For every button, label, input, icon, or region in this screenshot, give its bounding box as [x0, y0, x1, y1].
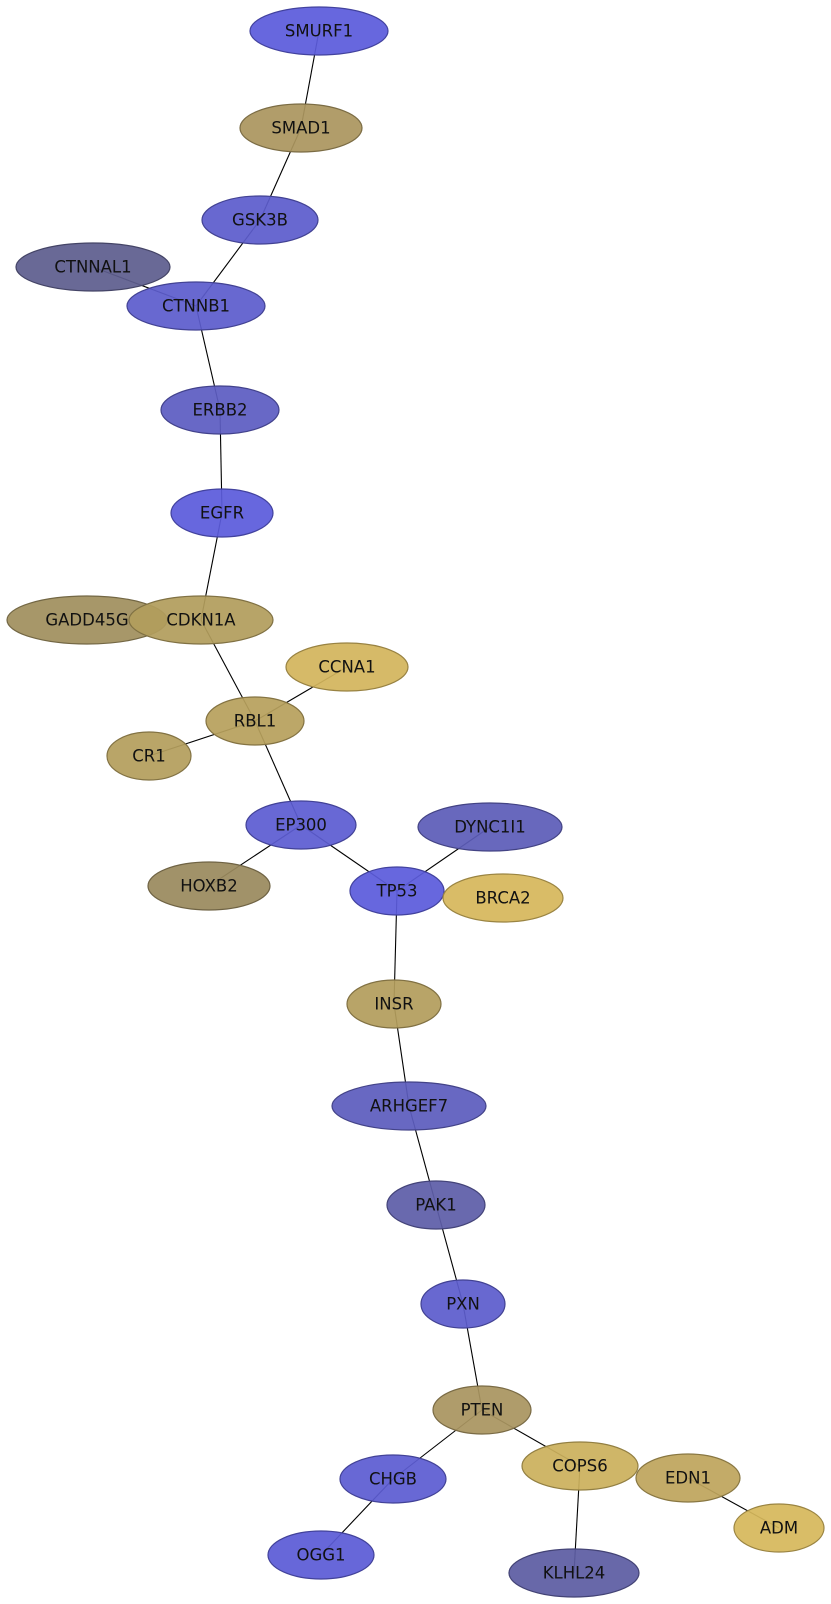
node-adm[interactable]: ADM — [733, 1503, 825, 1553]
node-ogg1[interactable]: OGG1 — [267, 1530, 375, 1580]
node-cdkn1a[interactable]: CDKN1A — [128, 595, 274, 645]
node-arhgef7[interactable]: ARHGEF7 — [331, 1081, 487, 1131]
node-erbb2[interactable]: ERBB2 — [160, 385, 280, 435]
node-label: CTNNAL1 — [54, 258, 131, 277]
node-gsk3b[interactable]: GSK3B — [201, 195, 319, 245]
node-label: EDN1 — [665, 1469, 711, 1488]
node-ellipse[interactable] — [205, 696, 305, 746]
node-ellipse[interactable] — [15, 242, 171, 292]
node-ellipse[interactable] — [170, 488, 274, 538]
node-ellipse[interactable] — [635, 1453, 741, 1503]
node-smurf1[interactable]: SMURF1 — [249, 6, 389, 56]
node-pxn[interactable]: PXN — [420, 1279, 506, 1329]
node-ctnnb1[interactable]: CTNNB1 — [126, 281, 266, 331]
node-ellipse[interactable] — [245, 800, 357, 850]
node-label: CHGB — [369, 1470, 417, 1489]
node-ellipse[interactable] — [733, 1503, 825, 1553]
node-chgb[interactable]: CHGB — [339, 1454, 447, 1504]
node-label: COPS6 — [552, 1457, 607, 1476]
node-ellipse[interactable] — [285, 642, 409, 692]
node-ellipse[interactable] — [331, 1081, 487, 1131]
node-label: CR1 — [132, 747, 165, 766]
node-pak1[interactable]: PAK1 — [386, 1180, 486, 1230]
node-label: GSK3B — [232, 211, 288, 230]
node-label: SMAD1 — [271, 119, 330, 138]
node-ep300[interactable]: EP300 — [245, 800, 357, 850]
node-ellipse[interactable] — [160, 385, 280, 435]
node-ellipse[interactable] — [249, 6, 389, 56]
node-label: TP53 — [375, 882, 417, 901]
node-label: ADM — [760, 1519, 798, 1538]
node-ccna1[interactable]: CCNA1 — [285, 642, 409, 692]
node-label: ERBB2 — [192, 401, 247, 420]
node-hoxb2[interactable]: HOXB2 — [147, 861, 271, 911]
node-egfr[interactable]: EGFR — [170, 488, 274, 538]
node-cops6[interactable]: COPS6 — [521, 1441, 639, 1491]
node-ellipse[interactable] — [239, 103, 363, 153]
node-insr[interactable]: INSR — [346, 979, 442, 1029]
node-ellipse[interactable] — [267, 1530, 375, 1580]
node-klhl24[interactable]: KLHL24 — [508, 1548, 640, 1598]
node-cr1[interactable]: CR1 — [106, 731, 192, 781]
node-ellipse[interactable] — [106, 731, 192, 781]
node-label: KLHL24 — [543, 1564, 606, 1583]
node-ellipse[interactable] — [521, 1441, 639, 1491]
node-label: PTEN — [461, 1401, 504, 1420]
node-ellipse[interactable] — [201, 195, 319, 245]
node-label: CTNNB1 — [162, 297, 230, 316]
node-ellipse[interactable] — [417, 802, 563, 852]
node-smad1[interactable]: SMAD1 — [239, 103, 363, 153]
node-label: INSR — [374, 995, 413, 1014]
node-label: CCNA1 — [318, 658, 375, 677]
node-label: BRCA2 — [475, 889, 530, 908]
node-rbl1[interactable]: RBL1 — [205, 696, 305, 746]
node-ctnnal1[interactable]: CTNNAL1 — [15, 242, 171, 292]
node-label: CDKN1A — [166, 611, 236, 630]
node-ellipse[interactable] — [420, 1279, 506, 1329]
node-ellipse[interactable] — [442, 873, 564, 923]
node-ellipse[interactable] — [128, 595, 274, 645]
node-ellipse[interactable] — [339, 1454, 447, 1504]
node-edn1[interactable]: EDN1 — [635, 1453, 741, 1503]
node-gadd45g[interactable]: GADD45G — [6, 595, 168, 645]
edges-layer — [92, 30, 780, 1574]
node-ellipse[interactable] — [147, 861, 271, 911]
node-label: GADD45G — [45, 611, 128, 630]
node-label: ARHGEF7 — [370, 1097, 448, 1116]
node-brca2[interactable]: BRCA2 — [442, 873, 564, 923]
node-label: RBL1 — [234, 712, 276, 731]
node-tp53[interactable]: TP53 — [349, 866, 445, 916]
node-ellipse[interactable] — [349, 866, 445, 916]
node-dync1i1[interactable]: DYNC1I1 — [417, 802, 563, 852]
node-label: PXN — [446, 1295, 480, 1314]
node-pten[interactable]: PTEN — [432, 1385, 532, 1435]
node-label: EP300 — [275, 816, 327, 835]
node-label: HOXB2 — [180, 877, 237, 896]
node-label: OGG1 — [296, 1546, 345, 1565]
node-label: DYNC1I1 — [454, 818, 526, 837]
node-label: SMURF1 — [285, 22, 353, 41]
node-ellipse[interactable] — [432, 1385, 532, 1435]
node-ellipse[interactable] — [346, 979, 442, 1029]
node-label: EGFR — [200, 504, 244, 523]
node-ellipse[interactable] — [508, 1548, 640, 1598]
node-ellipse[interactable] — [386, 1180, 486, 1230]
node-label: PAK1 — [415, 1196, 457, 1215]
node-ellipse[interactable] — [126, 281, 266, 331]
